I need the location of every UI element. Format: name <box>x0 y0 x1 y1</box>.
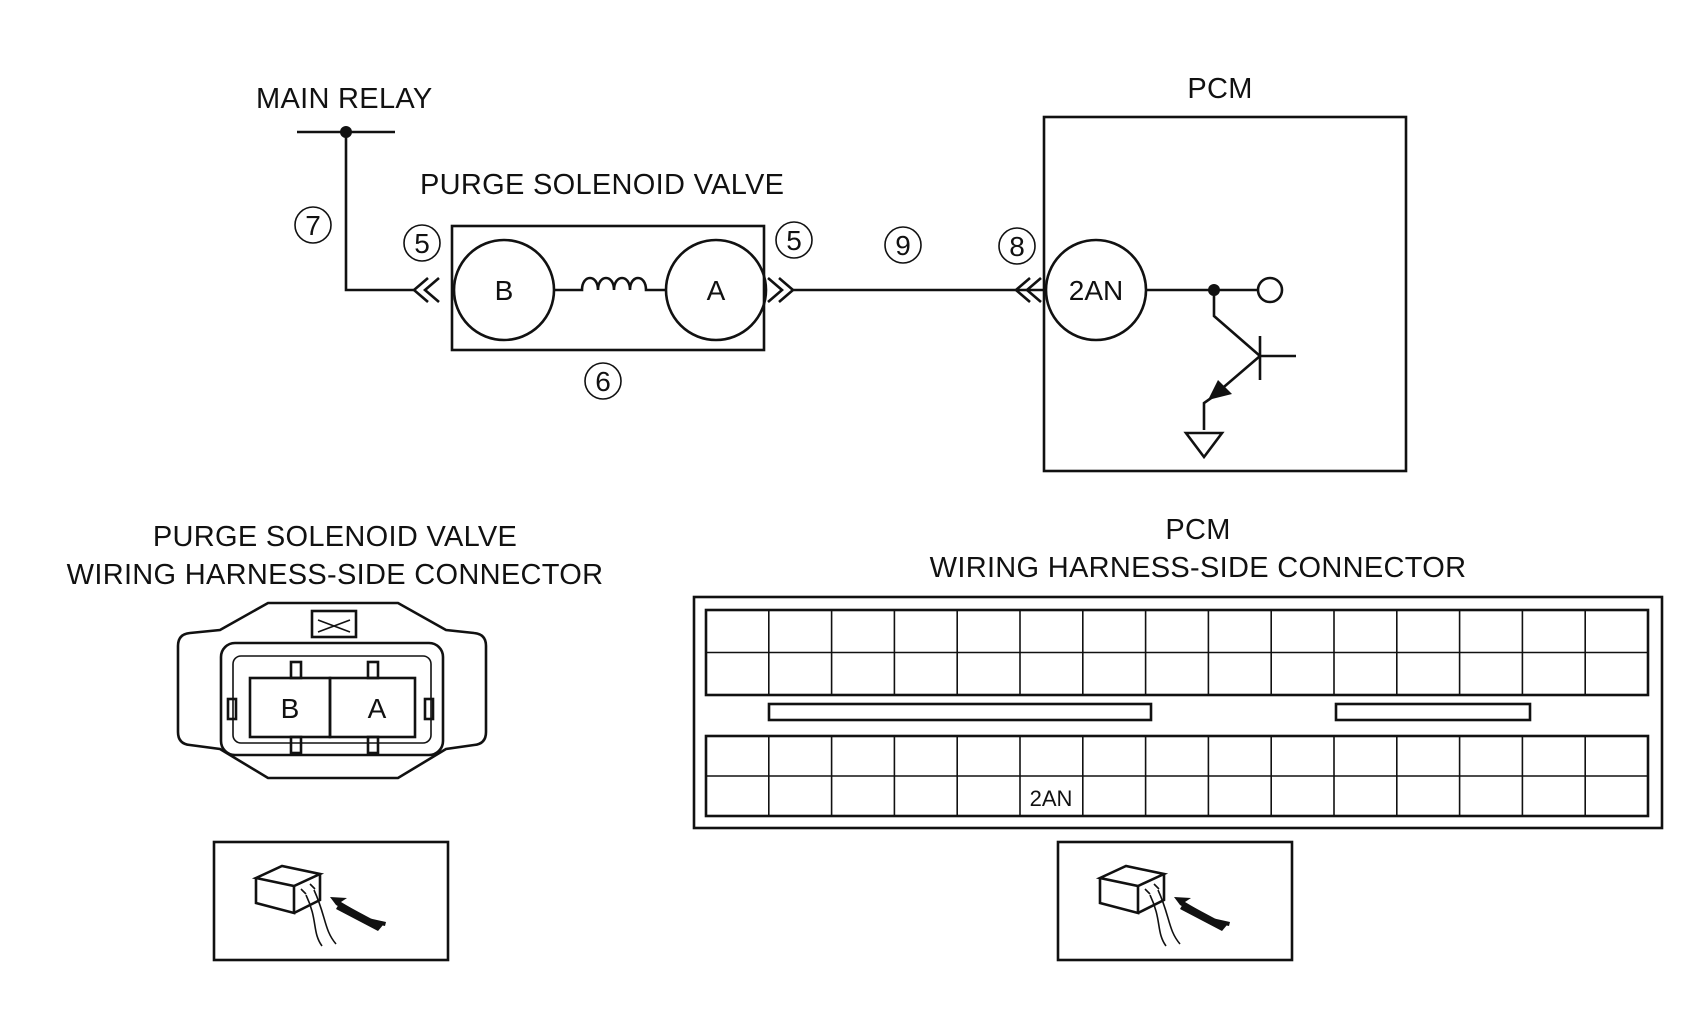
pcm-box <box>1042 115 1408 473</box>
pcm-terminal-label: 2AN <box>1069 275 1123 306</box>
terminal-b-label: B <box>495 275 514 306</box>
step-marker-8: 8 <box>998 227 1036 265</box>
pcm-connector-grid <box>704 608 1650 818</box>
relay-wire <box>344 132 416 292</box>
svg-text:9: 9 <box>895 230 911 261</box>
step-marker-5-right: 5 <box>775 221 813 259</box>
ground-icon <box>1183 431 1225 460</box>
pcm-connector-outline <box>692 595 1664 830</box>
step-marker-5-left: 5 <box>403 224 441 262</box>
svg-text:6: 6 <box>595 366 611 397</box>
step-marker-9: 9 <box>884 226 922 264</box>
pcm-terminal-open <box>1256 276 1284 304</box>
main-relay-label: MAIN RELAY <box>256 83 433 115</box>
valve-connector-title-1: PURGE SOLENOID VALVE <box>153 521 517 553</box>
valve-connector-section: PURGE SOLENOID VALVE WIRING HARNESS-SIDE… <box>67 521 604 962</box>
svg-text:7: 7 <box>305 210 321 241</box>
pcm-connector-title-1: PCM <box>1165 514 1230 546</box>
svg-text:8: 8 <box>1009 231 1025 262</box>
solenoid-coil-icon <box>554 276 666 292</box>
svg-text:5: 5 <box>414 228 430 259</box>
purge-valve-box <box>450 224 766 352</box>
harness-side-view-icon <box>212 840 450 962</box>
valve-pin-a: A <box>368 693 387 724</box>
pcm-connector-title-2: WIRING HARNESS-SIDE CONNECTOR <box>930 552 1467 584</box>
schematic: MAIN RELAY 7 5 PURGE SOLENOID VALVE B A … <box>256 73 1408 473</box>
terminal-a-label: A <box>707 275 726 306</box>
pcm-label: PCM <box>1187 73 1252 105</box>
purge-valve-label: PURGE SOLENOID VALVE <box>420 169 784 201</box>
pcm-connector-key-right <box>1334 702 1532 722</box>
harness-side-view-icon <box>1056 840 1294 962</box>
transistor-icon <box>1202 290 1296 430</box>
connector-chevron-pcm-2 <box>1025 277 1042 303</box>
connector-chevron-left-1 <box>412 277 429 303</box>
connector-chevron-pcm-1 <box>1014 277 1031 303</box>
valve-connector-title-2: WIRING HARNESS-SIDE CONNECTOR <box>67 559 604 591</box>
valve-pin-b: B <box>281 693 300 724</box>
pcm-connector-key-left <box>767 702 1153 722</box>
valve-connector-body <box>176 601 488 780</box>
connector-chevron-left-2 <box>423 277 440 303</box>
step-marker-7: 7 <box>294 206 332 244</box>
pcm-connector-section: PCM WIRING HARNESS-SIDE CONNECTOR 2AN <box>692 514 1664 962</box>
step-marker-6: 6 <box>584 362 622 400</box>
svg-text:5: 5 <box>786 225 802 256</box>
pcm-pin-label: 2AN <box>1030 786 1073 811</box>
connector-chevron-right-1 <box>767 277 784 303</box>
